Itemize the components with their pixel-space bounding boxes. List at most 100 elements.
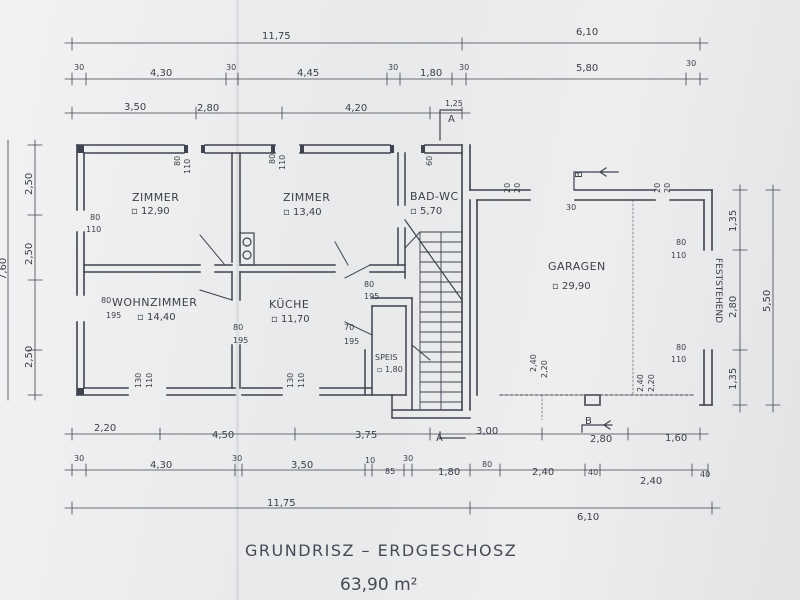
- section-mark-b-top: B: [574, 171, 585, 178]
- room-name-speis: SPEIS: [375, 353, 397, 362]
- dim-bottom-r2: 30: [232, 454, 242, 463]
- dim-bottom-r1: 4,50: [212, 430, 234, 441]
- dim-bottom-r2: 4,30: [150, 460, 172, 471]
- dim-left: 2,50: [24, 173, 35, 195]
- opening-label: 2,40: [529, 354, 538, 372]
- dim-top-r2: 30: [74, 63, 84, 72]
- dim-right: 2,80: [728, 296, 739, 318]
- dim-bottom-r2: 1,80: [438, 467, 460, 478]
- opening-label: 80: [233, 323, 243, 332]
- dim-bottom-total: 11,75: [267, 498, 296, 509]
- dim-top-garage: 6,10: [576, 27, 598, 38]
- right-dimensions: 1,35 2,80 1,35 5,50: [728, 210, 773, 390]
- dim-top-r3: 4,20: [345, 103, 367, 114]
- opening-label: 195: [233, 336, 248, 345]
- dim-bottom-r1: 3,75: [355, 430, 377, 441]
- dim-top-r2: 30: [388, 63, 398, 72]
- opening-label: 2,40: [636, 374, 645, 392]
- top-dimensions: 11,75 6,10 30 4,30 30 4,45 30 1,80 30 5,…: [74, 27, 696, 114]
- dim-top-r2: 1,80: [420, 68, 442, 79]
- section-mark-b-bottom: B: [585, 416, 592, 427]
- room-labels: ZIMMER ▫ 12,90 ZIMMER ▫ 13,40 BAD-WC ▫ 5…: [112, 190, 723, 374]
- bottom-dimensions: 2,20 4,50 3,75 3,00 2,80 1,60 30 4,30 30…: [74, 423, 710, 523]
- dim-right: 1,35: [728, 210, 739, 232]
- dim-bottom-r2: 10: [365, 456, 375, 465]
- opening-label: 110: [145, 373, 154, 388]
- opening-label: 2,20: [647, 374, 656, 392]
- room-name-garagen: GARAGEN: [548, 260, 606, 273]
- plan-title: GRUNDRISZ – ERDGESCHOSZ: [245, 541, 518, 560]
- dim-bottom-r2: 2,40: [640, 476, 662, 487]
- dim-bottom-r2: 2,40: [532, 467, 554, 478]
- dim-top-r2: 30: [226, 63, 236, 72]
- dim-top-r2: 5,80: [576, 63, 598, 74]
- dim-bottom-r1: 2,20: [94, 423, 116, 434]
- dim-bottom-r2: 40: [700, 470, 710, 479]
- dim-bottom-r2: 80: [482, 460, 492, 469]
- opening-label: 110: [671, 251, 686, 260]
- section-mark-a-top: A: [448, 114, 455, 125]
- opening-label: 195: [344, 337, 359, 346]
- dim-bottom-r2: 30: [74, 454, 84, 463]
- room-name-zimmer-2: ZIMMER: [283, 191, 330, 204]
- room-area-zimmer-1: ▫ 12,90: [131, 206, 170, 217]
- dim-bottom-r1: 3,00: [476, 426, 498, 437]
- opening-label: 20: [653, 183, 662, 193]
- opening-label: 110: [86, 225, 101, 234]
- dim-bottom-r1: 2,80: [590, 434, 612, 445]
- opening-label: 80: [101, 296, 111, 305]
- section-markers: [439, 109, 619, 439]
- dim-bottom-r1: 1,60: [665, 433, 687, 444]
- dim-top-r2: 4,30: [150, 68, 172, 79]
- opening-annotations: 80 110 80 110 80 110 80 195 80 195 80 19…: [86, 154, 686, 392]
- room-name-zimmer-1: ZIMMER: [132, 191, 179, 204]
- opening-label: 80: [364, 280, 374, 289]
- room-area-bad-wc: ▫ 5,70: [410, 206, 442, 217]
- left-dimensions: 2,50 2,50 2,50 7,60: [0, 173, 35, 368]
- room-area-kueche: ▫ 11,70: [271, 314, 310, 325]
- opening-label: 195: [364, 292, 379, 301]
- dim-bottom-r2: 40: [588, 468, 598, 477]
- dim-bottom-r2: 30: [403, 454, 413, 463]
- opening-label: 80: [173, 156, 182, 166]
- dim-right: 1,35: [728, 368, 739, 390]
- dim-top-r2: 4,45: [297, 68, 319, 79]
- room-name-bad-wc: BAD-WC: [410, 190, 459, 203]
- dimension-lines: [7, 37, 781, 515]
- dim-bottom-garage: 6,10: [577, 512, 599, 523]
- opening-label: 110: [671, 355, 686, 364]
- section-mark-letters: B B A A: [436, 114, 592, 444]
- dim-top-r3: 2,80: [197, 103, 219, 114]
- opening-label: 130: [134, 373, 143, 388]
- room-name-kueche: KÜCHE: [269, 298, 309, 311]
- dim-bottom-r2: 3,50: [291, 460, 313, 471]
- opening-label: 30: [566, 203, 576, 212]
- garage-guides: [541, 199, 634, 421]
- dim-top-r3: 3,50: [124, 102, 146, 113]
- exterior-walls: [76, 144, 713, 411]
- room-area-speis: ▫ 1,80: [377, 365, 403, 374]
- opening-label: 80: [676, 343, 686, 352]
- opening-label: 60: [425, 156, 434, 166]
- room-name-wohnzimmer: WOHNZIMMER: [112, 296, 197, 309]
- opening-label: 110: [183, 159, 192, 174]
- opening-label: 20: [513, 183, 522, 193]
- room-area-wohnzimmer: ▫ 14,40: [137, 312, 176, 323]
- dim-top-total: 11,75: [262, 31, 291, 42]
- opening-label: 130: [286, 373, 295, 388]
- dim-bottom-r2: 85: [385, 467, 395, 476]
- dim-top-r2: 30: [686, 59, 696, 68]
- opening-label: 80: [268, 154, 277, 164]
- dim-right-total: 5,50: [762, 290, 773, 312]
- opening-label: 70: [344, 323, 354, 332]
- dim-left: 2,50: [24, 243, 35, 265]
- opening-label: 20: [503, 183, 512, 193]
- paper-fold: [236, 0, 239, 600]
- dim-top-r3: 1,25: [445, 99, 463, 108]
- dim-left-total: 7,60: [0, 258, 9, 280]
- room-area-zimmer-2: ▫ 13,40: [283, 207, 322, 218]
- opening-label: 110: [297, 373, 306, 388]
- dim-left: 2,50: [24, 346, 35, 368]
